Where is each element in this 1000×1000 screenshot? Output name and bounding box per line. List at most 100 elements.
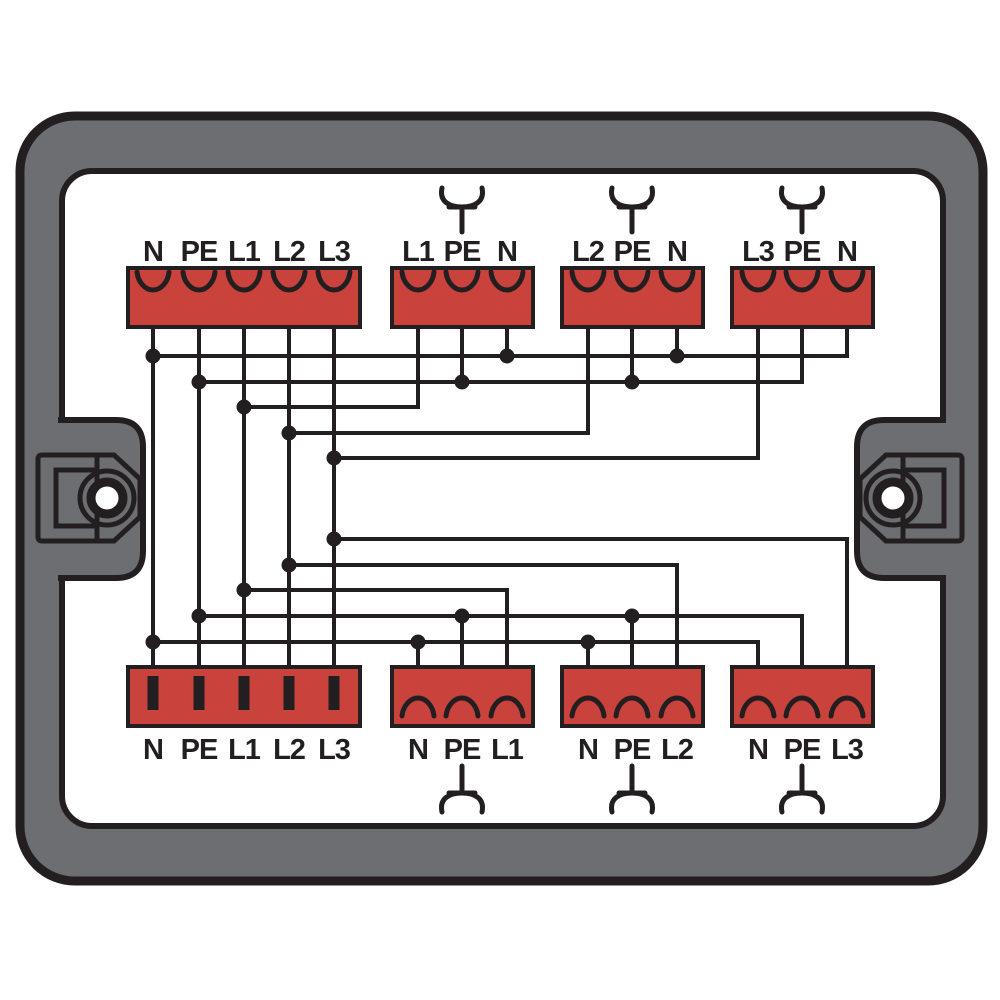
terminal-label: L3	[318, 734, 351, 766]
junction-dot	[326, 531, 342, 547]
clamp-contact-icon	[658, 269, 696, 293]
lug-outer-circle	[77, 468, 137, 528]
junction-dot	[326, 450, 342, 466]
terminal-label: L3	[742, 236, 775, 268]
clamp-contact-icon	[488, 269, 526, 293]
clamp-contact-icon	[315, 269, 353, 293]
clamp-contact-icon	[443, 695, 481, 719]
symbol-arc	[439, 790, 485, 815]
terminal-label: N	[143, 236, 163, 268]
terminal-label: L2	[572, 236, 604, 268]
junction-dot	[580, 634, 596, 650]
outgoing-circuit-symbol	[779, 763, 825, 815]
clamp-contact-icon	[399, 695, 437, 719]
outgoing-circuit-symbol	[439, 763, 485, 815]
clamp-contact-icon	[828, 695, 866, 719]
junction-dot	[281, 557, 297, 573]
junction-dot	[669, 348, 685, 364]
lug-bracket-outline	[903, 452, 965, 544]
terminal-label: N	[748, 734, 768, 766]
terminal-label: N	[837, 236, 857, 268]
clamp-contact-icon	[180, 269, 218, 293]
top-supply-block	[126, 266, 362, 329]
terminal-label: L1	[402, 236, 435, 268]
junction-dot	[191, 608, 207, 624]
terminal-label: PE	[614, 236, 651, 268]
terminal-label: L2	[661, 734, 693, 766]
junction-dot	[499, 348, 515, 364]
pin-contact-icon	[283, 676, 295, 710]
terminal-label: N	[578, 734, 598, 766]
top-tap-block-3	[730, 266, 875, 329]
clamp-contact-icon	[828, 269, 866, 293]
lug-bracket-inner	[53, 467, 97, 529]
clamp-contact-icon	[488, 695, 526, 719]
junction-dot	[191, 374, 207, 390]
terminal-label: N	[667, 236, 687, 268]
top-tap-block-2	[560, 266, 705, 329]
clamp-contact-icon	[739, 269, 777, 293]
clamp-contact-icon	[658, 695, 696, 719]
clamp-contact-icon	[569, 269, 607, 293]
lug-bracket-outline	[35, 452, 97, 544]
clamp-contact-icon	[225, 269, 263, 293]
lug-outer-circle	[863, 468, 923, 528]
terminal-label: PE	[181, 236, 218, 268]
junction-dot	[624, 374, 640, 390]
terminal-label: L1	[491, 734, 524, 766]
symbol-arc	[779, 790, 825, 815]
left-mounting-lug	[35, 452, 143, 544]
junction-dot	[145, 348, 161, 364]
symbols-layer	[439, 185, 825, 815]
junction-dot	[454, 608, 470, 624]
clamp-contact-icon	[613, 269, 651, 293]
clamp-contact-icon	[569, 695, 607, 719]
junction-dot	[281, 425, 297, 441]
outgoing-circuit-symbol	[779, 185, 825, 235]
clamp-contact-icon	[783, 269, 821, 293]
top-tap-block-1	[390, 266, 535, 329]
outgoing-circuit-symbol	[609, 763, 655, 815]
screw-hole-icon	[86, 477, 128, 519]
terminal-label: L3	[318, 236, 351, 268]
terminal-label: L2	[273, 734, 305, 766]
pin-contact-icon	[328, 676, 340, 710]
terminal-label: N	[143, 734, 163, 766]
terminal-label: L1	[228, 734, 261, 766]
terminal-label: PE	[444, 734, 481, 766]
junction-dot	[624, 608, 640, 624]
screw-hole-icon	[872, 477, 914, 519]
clamp-contact-icon	[783, 695, 821, 719]
pin-contact-icon	[147, 676, 159, 710]
terminal-label: L2	[273, 236, 305, 268]
terminal-label: N	[497, 236, 517, 268]
junction-dot	[454, 374, 470, 390]
junction-dot	[145, 634, 161, 650]
clamp-contact-icon	[270, 269, 308, 293]
right-mounting-lug	[857, 452, 965, 544]
clamp-contact-icon	[443, 269, 481, 293]
junction-dot	[236, 582, 252, 598]
outgoing-circuit-symbol	[609, 185, 655, 235]
terminal-label: PE	[444, 236, 481, 268]
clamp-contact-icon	[613, 695, 651, 719]
clamp-contact-icon	[739, 695, 777, 719]
outgoing-circuit-symbol	[439, 185, 485, 235]
terminal-label: PE	[614, 734, 651, 766]
contacts-layer	[134, 269, 866, 719]
symbol-arc	[609, 790, 655, 815]
clamp-contact-icon	[399, 269, 437, 293]
terminal-label: PE	[181, 734, 218, 766]
terminal-label: L1	[228, 236, 261, 268]
pin-contact-icon	[238, 676, 250, 710]
terminal-label: PE	[784, 236, 821, 268]
terminal-label: N	[408, 734, 428, 766]
terminal-label: L3	[831, 734, 864, 766]
lug-bracket-inner	[903, 467, 947, 529]
junction-dot	[236, 399, 252, 415]
terminal-label: PE	[784, 734, 821, 766]
clamp-contact-icon	[134, 269, 172, 293]
